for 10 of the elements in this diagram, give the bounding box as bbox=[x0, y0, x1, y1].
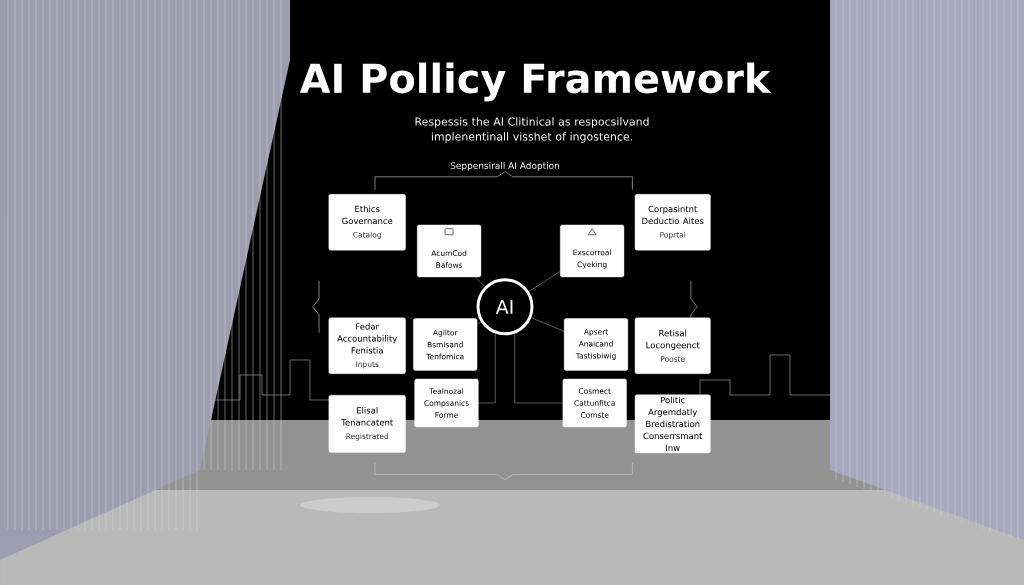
connector-line bbox=[514, 333, 563, 404]
connector-line bbox=[531, 317, 565, 332]
info-card: Politic Argemdatly Bredistration Conserrsmant Inw bbox=[634, 394, 711, 454]
title: AI Pollicy Framework bbox=[299, 62, 772, 102]
frame-label: Seppensirall AI Adoption bbox=[450, 162, 560, 171]
connector-line bbox=[477, 321, 482, 325]
connector-line bbox=[528, 271, 561, 292]
subtitle: Respessis the AI Clitinical as respocsilvand implenentinall visshet of ingostence. bbox=[415, 117, 649, 143]
connector-line bbox=[478, 333, 496, 404]
connector-line bbox=[475, 276, 486, 287]
